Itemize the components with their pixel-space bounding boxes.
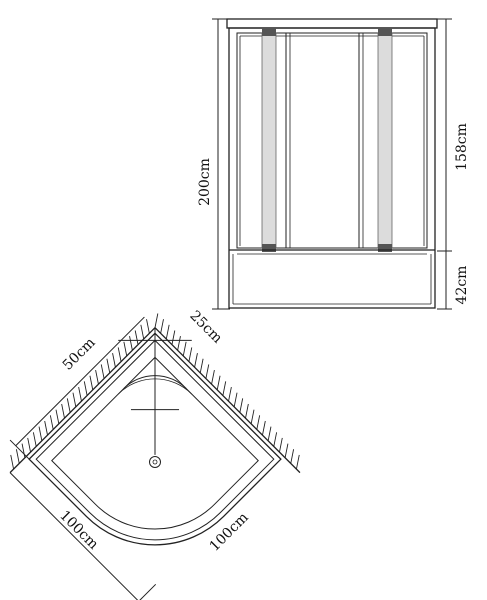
hatch-mark	[239, 398, 244, 413]
front-view: 200cm 158cm 42cm	[197, 18, 470, 310]
label-50cm: 50cm	[60, 335, 99, 374]
hatch-mark	[146, 319, 150, 334]
hatch-mark	[177, 336, 181, 351]
radius-line	[154, 327, 156, 455]
hatch-mark	[267, 426, 272, 441]
dimension-total-height: 200cm	[197, 18, 230, 310]
cabin-outer-frame	[228, 27, 436, 309]
dimension-right-heights: 158cm 42cm	[437, 18, 470, 310]
label-100cm-right: 100cm	[207, 510, 252, 555]
hatch-mark	[61, 403, 65, 419]
glass-strip-left-top-cap	[262, 28, 276, 36]
hatch-mark	[171, 330, 176, 345]
dimension-right-side	[9, 472, 140, 600]
cabin-inner-frame	[236, 32, 428, 249]
cabin-top-cap	[226, 18, 438, 29]
wall-hatching	[10, 313, 300, 470]
hatch-mark	[290, 449, 295, 464]
hatch-mark	[66, 398, 71, 413]
glass-strip-right-bottom-cap	[378, 244, 392, 252]
hatch-mark	[38, 426, 43, 441]
hatch-mark	[245, 403, 249, 419]
hatch-mark	[182, 341, 187, 357]
hatch-mark	[222, 381, 227, 396]
label-158cm: 158cm	[454, 123, 470, 171]
dimension-left-side	[15, 316, 145, 447]
tray-inner-rim	[35, 339, 275, 541]
hatch-mark	[211, 369, 215, 385]
label-25cm: 25cm	[186, 308, 225, 347]
hatch-mark	[83, 381, 88, 396]
hatch-mark	[49, 415, 54, 430]
hatch-mark	[160, 319, 164, 334]
glass-strip-left-bottom-cap	[262, 244, 276, 252]
label-100cm-left: 100cm	[56, 508, 101, 553]
hatch-mark	[194, 353, 198, 368]
hatch-mark	[154, 313, 159, 328]
hatch-mark	[100, 364, 105, 379]
label-42cm: 42cm	[454, 266, 470, 305]
drain-outer	[149, 456, 161, 468]
hatch-mark	[284, 443, 289, 458]
hatch-mark	[89, 375, 94, 390]
glass-strip-right-top-cap	[378, 28, 392, 36]
hatch-mark	[32, 432, 37, 447]
hatch-mark	[295, 454, 300, 470]
hatch-mark	[199, 358, 204, 373]
hatch-mark	[44, 420, 48, 436]
offset-line	[130, 409, 180, 411]
hatch-mark	[256, 415, 261, 430]
hatch-mark	[262, 420, 266, 436]
wall-left	[9, 327, 156, 474]
hatch-mark	[27, 437, 31, 453]
drain-inner	[152, 459, 158, 465]
hatch-mark	[188, 347, 193, 362]
hatch-mark	[134, 330, 139, 345]
wall-top	[154, 327, 301, 474]
hatch-mark	[112, 353, 116, 368]
hatch-mark	[205, 364, 210, 379]
tray-basin	[51, 356, 259, 530]
hatch-mark	[117, 347, 122, 362]
tray-outer	[28, 332, 282, 546]
hatch-mark	[273, 432, 278, 447]
hatch-mark	[129, 336, 133, 351]
hatch-mark	[228, 386, 232, 402]
hatch-mark	[233, 392, 238, 407]
hatch-mark	[140, 324, 145, 340]
hatch-mark	[250, 409, 255, 424]
hatch-mark	[279, 437, 283, 453]
hatch-mark	[10, 454, 15, 470]
hatch-mark	[78, 386, 82, 402]
glass-strip-right	[377, 32, 393, 249]
hatch-mark	[55, 409, 60, 424]
hatch-mark	[21, 443, 26, 458]
plan-view	[9, 313, 301, 600]
hatch-mark	[216, 375, 221, 390]
glass-strip-left	[261, 32, 277, 249]
hatch-mark	[165, 324, 170, 340]
hatch-mark	[95, 369, 99, 385]
hatch-mark	[123, 341, 128, 357]
hatch-mark	[72, 392, 77, 407]
hatch-mark	[15, 449, 20, 464]
label-200cm: 200cm	[197, 158, 213, 206]
hatch-mark	[106, 358, 111, 373]
